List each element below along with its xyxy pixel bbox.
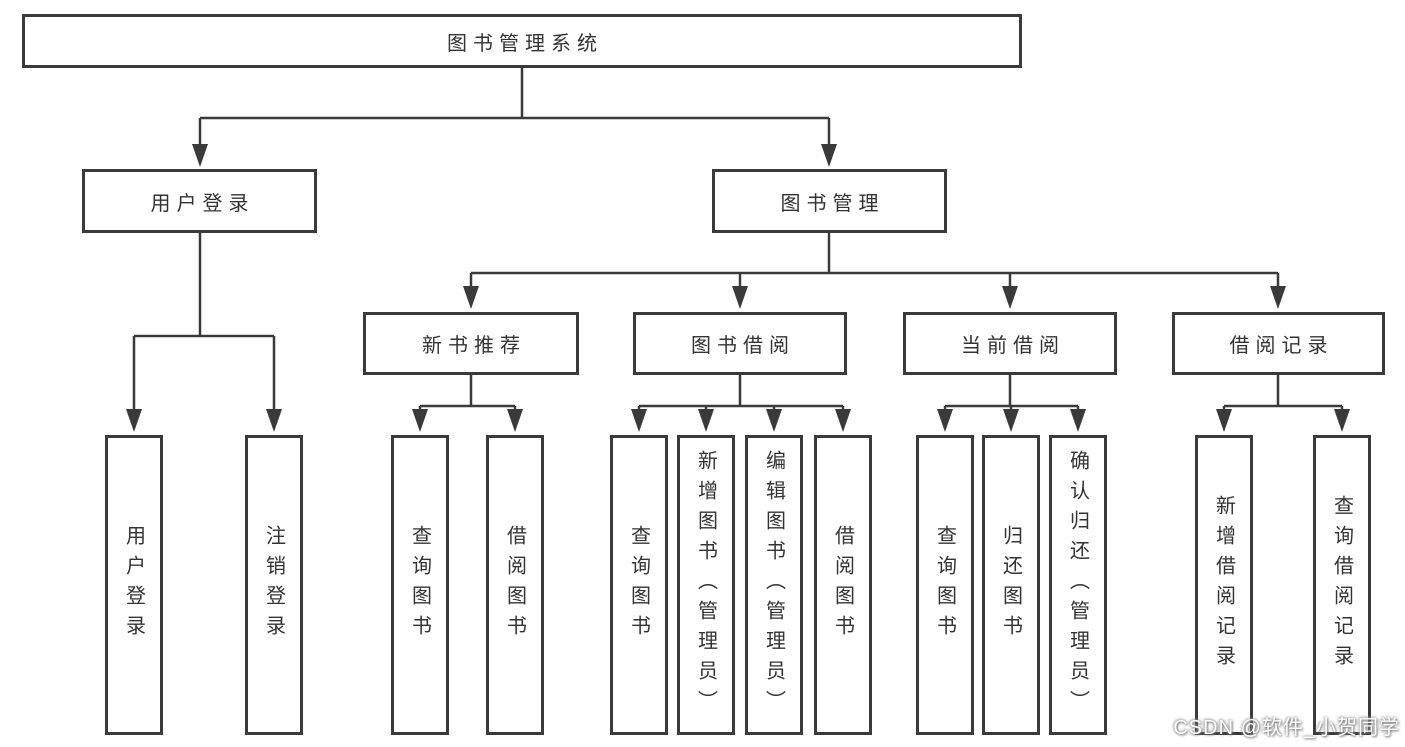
- leaf-bb-borrow-book: 借阅图书: [814, 435, 872, 735]
- leaf-cb-query-book: 查询图书: [916, 435, 974, 735]
- leaf-br-add-record: 新增借阅记录: [1195, 435, 1253, 735]
- leaf-bb-edit-book: 编辑图书（管理员）: [745, 435, 803, 735]
- leaf-br-query-record: 查询借阅记录: [1313, 435, 1371, 735]
- arrowhead-icon: [507, 409, 523, 432]
- connector-user-login-to-leaves: [132, 233, 276, 415]
- arrowhead-icon: [766, 409, 782, 432]
- leaf-cb-confirm-return: 确认归还（管理员）: [1049, 435, 1107, 735]
- connector-root-to-level1: [198, 68, 831, 150]
- arrowhead-icon: [126, 409, 142, 432]
- leaf-logout: 注销登录: [245, 435, 303, 735]
- arrowhead-icon: [192, 144, 208, 167]
- leaf-user-login: 用户登录: [105, 435, 163, 735]
- node-current-borrow: 当前借阅: [903, 312, 1117, 375]
- leaf-bb-query-book: 查询图书: [610, 435, 668, 735]
- arrowhead-icon: [266, 409, 282, 432]
- leaf-nbr-borrow-book: 借阅图书: [486, 435, 544, 735]
- arrowhead-icon: [1003, 409, 1019, 432]
- node-book-management: 图书管理: [712, 169, 947, 233]
- connector-book-mgmt-to-level2: [469, 233, 1280, 292]
- leaf-cb-return-book: 归还图书: [982, 435, 1040, 735]
- arrowhead-icon: [1002, 286, 1018, 309]
- arrowhead-icon: [1270, 286, 1286, 309]
- arrowhead-icon: [835, 409, 851, 432]
- arrowhead-icon: [937, 409, 953, 432]
- node-user-login: 用户登录: [82, 169, 317, 233]
- node-root: 图书管理系统: [22, 14, 1022, 68]
- arrowhead-icon: [1216, 409, 1232, 432]
- connector-book-borrow-to-leaves: [637, 375, 845, 415]
- connector-new-book-to-leaves: [418, 375, 517, 415]
- node-book-borrow: 图书借阅: [633, 312, 847, 375]
- leaf-bb-add-book: 新增图书（管理员）: [677, 435, 735, 735]
- node-new-book-recommend: 新书推荐: [363, 312, 579, 375]
- leaf-nbr-query-book: 查询图书: [391, 435, 449, 735]
- arrowhead-icon: [631, 409, 647, 432]
- arrowhead-icon: [463, 286, 479, 309]
- arrowhead-icon: [732, 286, 748, 309]
- watermark: CSDN @软件_小贺同学: [1173, 717, 1400, 739]
- arrowhead-icon: [412, 409, 428, 432]
- arrowhead-icon: [1070, 409, 1086, 432]
- arrowhead-icon: [821, 144, 837, 167]
- arrowhead-icon: [698, 409, 714, 432]
- connector-borrow-record-to-leaves: [1222, 375, 1344, 415]
- arrowheads: [126, 144, 1350, 432]
- arrowhead-icon: [1334, 409, 1350, 432]
- node-borrow-record: 借阅记录: [1172, 312, 1385, 375]
